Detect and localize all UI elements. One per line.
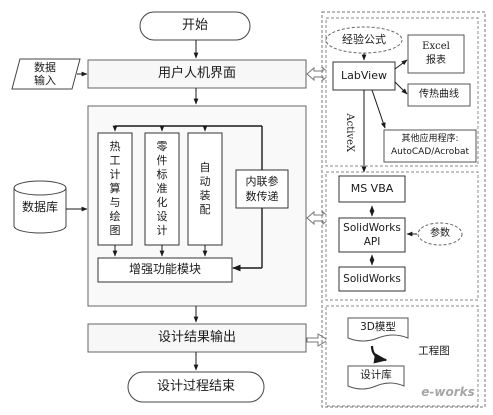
other-apps-label: 其他应用程序: AutoCAD/Acrobat [384,130,476,162]
swapi-box [338,217,406,253]
thermal-calc-label: 热 工 计 算 与 绘 图 [98,133,132,245]
col1-char: 绘 [109,210,121,223]
model-to-lib-arrow [370,345,388,364]
swapi-line-2: API [363,236,381,248]
enhance-module-box [97,257,233,283]
data-input-parallelogram [11,58,81,90]
hmi-box [87,59,307,89]
database-label: 数据库 [21,200,58,215]
hmi-label: 用户人机界面 [157,65,236,81]
model3d-label: 3D模型 [360,320,396,333]
col3-char: 装 [199,189,211,202]
design-lib-doc [347,365,405,390]
heat-curve-box [407,83,471,107]
col2-char: 准 [156,182,168,195]
excel-line-1: Excel [422,41,450,52]
data-input-line-1: 数据 [34,61,56,74]
labview-to-curve-arrow [394,81,408,95]
col3-char: 自 [199,161,211,174]
design-lib-label: 设计库 [360,368,392,381]
solidworks-label: SolidWorks [343,272,401,285]
col2-char: 计 [156,224,168,237]
col2-char: 设 [156,210,168,223]
other-apps-box [383,129,477,163]
activex-label: ActiveX [342,108,356,158]
inline-params-line-2: 数传递 [245,190,279,203]
col3-char: 动 [199,175,211,188]
col1-char: 工 [109,154,121,167]
data-input-line-2: 输入 [34,74,56,87]
inline-params-box [235,169,289,209]
solidworks-box [338,266,406,292]
standardization-column [144,132,180,246]
param-cloud [417,222,463,246]
auto-assembly-label: 自 动 装 配 [188,133,222,245]
col2-char: 零 [156,140,168,153]
col3-char: 配 [199,203,211,216]
formula-label: 经验公式 [342,32,386,46]
param-label: 参数 [430,228,450,240]
excel-line-2: 报表 [426,55,446,66]
enhance-module-label: 增强功能模块 [128,262,201,277]
swapi-line-1: SolidWorks [343,222,401,234]
output-3d-link [306,333,329,347]
drawing-label: 工程图 [418,344,450,357]
database-cylinder [13,180,67,234]
swapi-label: SolidWorks API [339,218,405,252]
labview-to-other-arrow [371,89,386,129]
col1-char: 算 [109,182,121,195]
start-terminator [139,11,251,41]
labview-label: LabView [341,68,387,82]
col1-char: 计 [109,168,121,181]
end-terminator [127,371,265,403]
model3d-doc [347,317,409,342]
labview-to-excel-arrow [394,59,408,70]
col1-char: 与 [109,196,121,209]
col1-char: 热 [109,140,121,153]
end-label: 设计过程结束 [156,378,235,394]
msvba-box [338,175,406,203]
output-box [87,323,307,353]
eworks-watermark: e-works [421,385,475,400]
start-label: 开始 [181,17,208,33]
standardization-label: 零 件 标 准 化 设 计 [145,133,179,245]
col2-char: 标 [156,168,168,181]
other-apps-line-1: 其他应用程序: [401,134,459,144]
col1-char: 图 [109,224,121,237]
msvba-label: MS VBA [350,181,394,195]
data-input-label: 数据 输入 [14,59,76,89]
heat-curve-label: 传热曲线 [419,89,459,101]
excel-label: Excel 报表 [408,35,464,73]
other-apps-line-2: AutoCAD/Acrobat [390,147,469,157]
output-label: 设计结果输出 [157,329,236,345]
auto-assembly-column [187,132,223,246]
col2-char: 件 [156,154,168,167]
activex-text: ActiveX [343,113,355,153]
excel-box [407,34,465,74]
inline-params-label: 内联参 数传递 [236,170,288,208]
inline-params-line-1: 内联参 [245,175,279,188]
thermal-calc-column [97,132,133,246]
col2-char: 化 [156,196,168,209]
right-outer-dashed-frame [321,11,486,408]
